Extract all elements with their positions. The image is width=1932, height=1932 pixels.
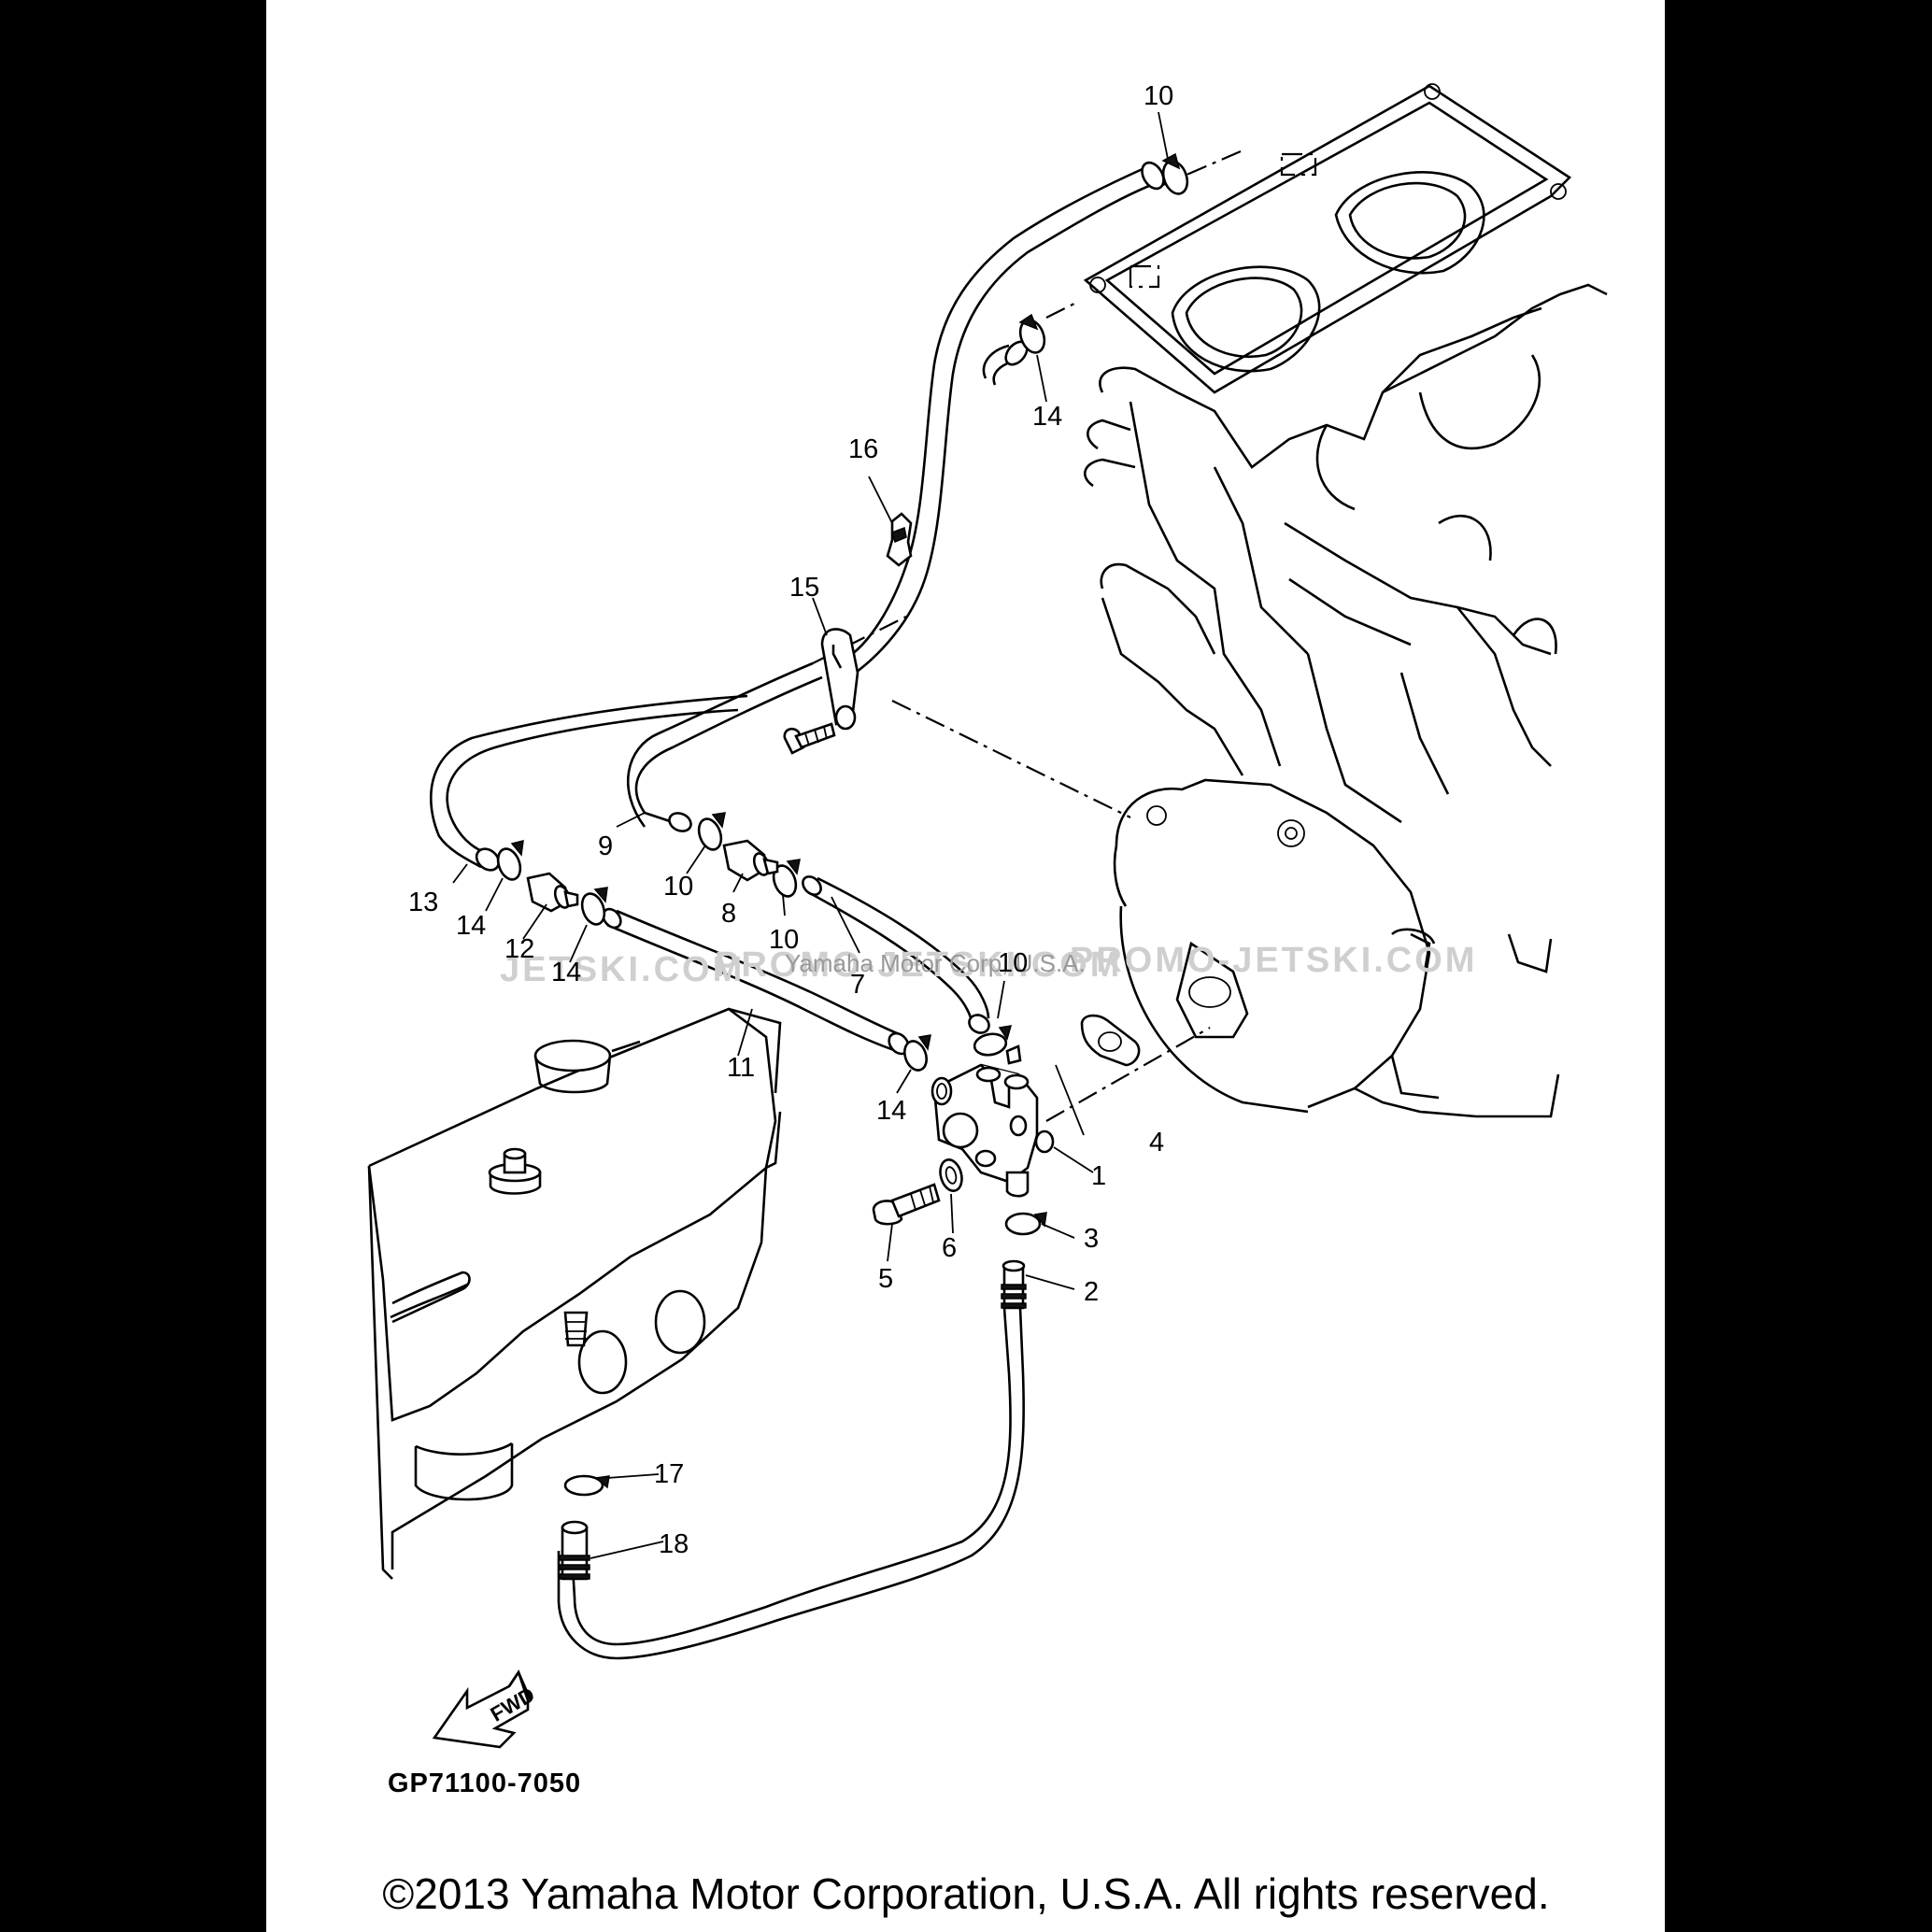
diagram-code: GP71100-7050 bbox=[388, 1769, 582, 1798]
callout-16: 16 bbox=[848, 434, 878, 464]
callout-10-low: 10 bbox=[998, 948, 1028, 978]
hose-7 bbox=[802, 875, 990, 1034]
callout-18: 18 bbox=[659, 1529, 689, 1559]
watermark-text-1: JETSKI.COM bbox=[500, 950, 745, 989]
hose-9 bbox=[626, 661, 823, 832]
callout-9: 9 bbox=[598, 831, 613, 861]
clamp-10-mid bbox=[697, 812, 726, 851]
callout-2: 2 bbox=[1084, 1277, 1099, 1307]
fuel-tank bbox=[367, 1007, 782, 1580]
bolt-5 bbox=[872, 1183, 941, 1226]
callout-6: 6 bbox=[942, 1233, 957, 1263]
callout-5: 5 bbox=[878, 1264, 893, 1294]
clamp-3 bbox=[1004, 1212, 1047, 1236]
clamp-14-low bbox=[903, 1034, 931, 1072]
watermark: JETSKI.COM PROMO-JETSKI.COM PROMO-JETSKI… bbox=[500, 941, 1477, 989]
hose-9-upper bbox=[840, 161, 1165, 684]
callout-14-top: 14 bbox=[1032, 402, 1062, 432]
holder-15 bbox=[783, 628, 859, 755]
callout-7: 7 bbox=[850, 970, 865, 1000]
callout-14-low: 14 bbox=[876, 1096, 906, 1126]
fwd-arrow-icon bbox=[432, 1669, 533, 1749]
hose-end-18 bbox=[559, 1520, 590, 1581]
gasket-4 bbox=[1080, 1014, 1141, 1067]
clamp-14-left bbox=[496, 840, 524, 881]
fuel-cock bbox=[930, 1044, 1055, 1198]
callout-15: 15 bbox=[789, 573, 819, 603]
leader-lines bbox=[452, 111, 1169, 1559]
watermark-center: Yamaha Motor Corp, U.S.A. bbox=[785, 949, 1086, 977]
callout-17: 17 bbox=[654, 1459, 684, 1489]
hose-2-to-18 bbox=[557, 1307, 1025, 1660]
callout-13: 13 bbox=[408, 888, 438, 917]
hose-end-2 bbox=[1001, 1259, 1027, 1310]
engine-assembly bbox=[1083, 83, 1608, 1118]
callout-8: 8 bbox=[721, 899, 736, 929]
clamp-10-top bbox=[1161, 152, 1189, 195]
clamp-14-upper bbox=[1018, 313, 1046, 354]
callout-10-top: 10 bbox=[1144, 81, 1173, 111]
washer-6 bbox=[939, 1158, 963, 1192]
drawing-sheet bbox=[266, 0, 1665, 1932]
clamp-10-right bbox=[772, 859, 801, 898]
fitting-12 bbox=[526, 872, 579, 913]
hose-11 bbox=[602, 907, 910, 1056]
callout-4: 4 bbox=[1149, 1128, 1164, 1158]
callout-10-right: 10 bbox=[769, 925, 799, 955]
callout-14-mid: 14 bbox=[551, 958, 581, 987]
callout-3: 3 bbox=[1084, 1224, 1099, 1254]
callouts: 1 2 3 4 5 6 7 8 9 10 10 10 10 11 12 13 1… bbox=[408, 81, 1173, 1726]
callout-10-mid: 10 bbox=[663, 872, 693, 902]
callout-14-left: 14 bbox=[456, 911, 486, 941]
clamp-10-low bbox=[973, 1025, 1013, 1057]
callout-12: 12 bbox=[504, 934, 534, 964]
callout-11: 11 bbox=[727, 1053, 755, 1083]
clip-16 bbox=[886, 512, 913, 567]
hose-13 bbox=[429, 694, 748, 872]
watermark-text-2: PROMO-JETSKI.COM bbox=[715, 945, 1122, 985]
watermark-text-3: PROMO-JETSKI.COM bbox=[1070, 941, 1477, 980]
copyright-notice: ©2013 Yamaha Motor Corporation, U.S.A. A… bbox=[382, 1869, 1550, 1918]
callout-1: 1 bbox=[1091, 1161, 1106, 1191]
fitting-8 bbox=[722, 839, 779, 882]
clamp-17 bbox=[563, 1474, 610, 1497]
clamp-14-mid bbox=[580, 887, 608, 926]
